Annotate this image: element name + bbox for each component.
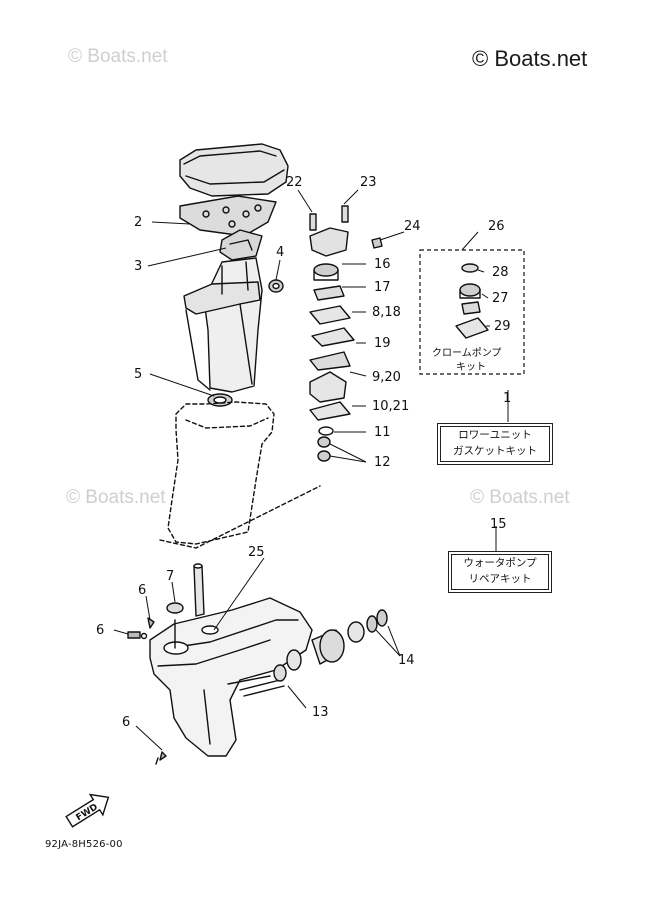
callout-2: 2 [134, 215, 142, 230]
callout-23: 23 [360, 175, 377, 190]
tube-part-25 [193, 563, 205, 617]
watermark-top-left: © Boats.net [68, 46, 168, 67]
callout-16: 16 [374, 257, 391, 272]
callout-15: 15 [490, 517, 507, 532]
callout-8-18: 8,18 [372, 305, 401, 320]
callout-28: 28 [492, 265, 509, 280]
callout-29: 29 [494, 319, 511, 334]
watermark-mid-right: © Boats.net [470, 487, 570, 508]
seal-part-4 [268, 279, 284, 293]
chrome-pump-kit-parts [455, 263, 489, 339]
callout-6-bottom: 6 [122, 715, 130, 730]
watermark-top-right: © Boats.net [472, 46, 588, 71]
gasket-part-2 [179, 195, 277, 237]
upper-cover-part [179, 143, 289, 197]
callout-1: 1 [503, 391, 511, 406]
callout-26: 26 [488, 219, 505, 234]
water-pump-repair-kit-box: ウォータポンプ リペアキット [451, 554, 549, 590]
watermark-mid-left: © Boats.net [66, 487, 166, 508]
callout-11: 11 [374, 425, 391, 440]
callout-27: 27 [492, 291, 509, 306]
callout-7: 7 [166, 569, 174, 584]
callout-6-mid: 6 [96, 623, 104, 638]
lower-unit-gasket-kit-line2: ガスケットキット [453, 445, 537, 457]
lower-unit-gasket-kit-box: ロワーユニット ガスケットキット [440, 426, 550, 462]
water-pump-repair-kit-line2: リペアキット [468, 573, 532, 585]
callout-24: 24 [404, 219, 421, 234]
fwd-arrow-icon: FWD [65, 793, 110, 828]
bolt-part-6 [127, 617, 167, 765]
chrome-pump-kit-box [419, 249, 525, 375]
callout-17: 17 [374, 280, 391, 295]
water-pump-repair-kit-line1: ウォータポンプ [463, 557, 537, 569]
callout-12: 12 [374, 455, 391, 470]
callout-labels: 2 3 4 5 22 23 24 16 17 8,18 19 9,20 10,2… [96, 175, 511, 730]
callout-3: 3 [134, 259, 142, 274]
callout-10-21: 10,21 [372, 399, 409, 414]
callout-4: 4 [276, 245, 284, 260]
chrome-pump-kit-label-1: クロームポンプ [432, 347, 501, 359]
seal-part-13 [239, 649, 302, 697]
callout-13: 13 [312, 705, 329, 720]
propeller-housing-part-14 [311, 609, 388, 665]
callout-5: 5 [134, 367, 142, 382]
callout-19: 19 [374, 336, 391, 351]
callout-22: 22 [286, 175, 303, 190]
gearcase-part [149, 597, 313, 757]
callout-25: 25 [248, 545, 265, 560]
plug-part-7 [166, 602, 184, 649]
seal-part-5 [207, 393, 233, 407]
plate-part-3 [219, 229, 263, 261]
diagram-code: 92JA-8H526-00 [45, 839, 123, 850]
upper-casing-outline [159, 401, 321, 549]
callout-9-20: 9,20 [372, 370, 401, 385]
callout-6-top: 6 [138, 583, 146, 598]
water-pump-stack [309, 205, 383, 462]
callout-14: 14 [398, 653, 415, 668]
chrome-pump-kit-label-2: キット [456, 362, 486, 373]
exhaust-guide-part [183, 257, 263, 393]
lower-unit-gasket-kit-line1: ロワーユニット [458, 429, 532, 441]
leader-lines [113, 189, 509, 751]
